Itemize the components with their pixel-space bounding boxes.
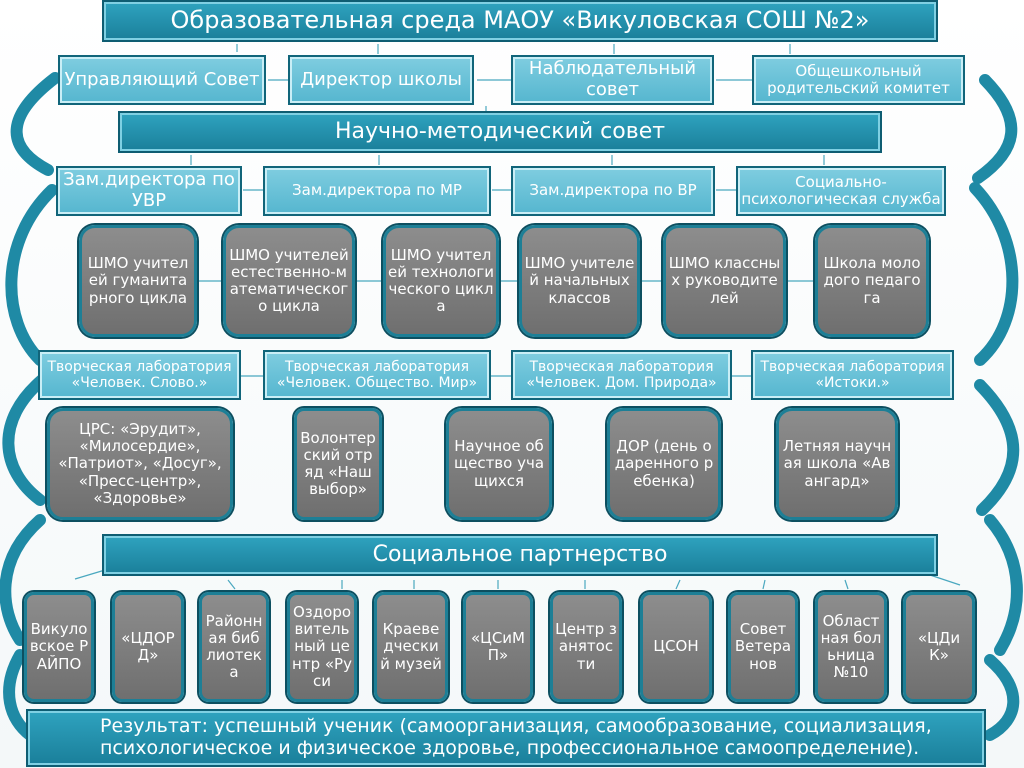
lab-home-nature-box: Творческая лаборатория «Человек. Дом. Пр… <box>511 350 732 400</box>
deputy-vr-box: Зам.директора по ВР <box>511 166 715 216</box>
partner-raipo-label: Викуловское РАЙПО <box>29 620 89 673</box>
shmo-primary-label: ШМО учителей начальных классов <box>524 254 635 307</box>
partner-raipo-box: Викуловское РАЙПО <box>24 592 94 702</box>
student-society-box: Научное общество учащихся <box>446 408 552 520</box>
partner-veterans-label: Совет Ветеранов <box>734 620 792 673</box>
partner-employment-center-label: Центр занятости <box>555 620 617 673</box>
shmo-class-teachers-label: ШМО классных руководителей <box>668 254 781 307</box>
lab-word-box: Творческая лаборатория «Человек. Слово.» <box>38 350 241 400</box>
partner-museum-label: Краеведческий музей <box>380 620 442 673</box>
summer-science-school-box: Летняя научная школа «Авангард» <box>776 408 898 520</box>
shmo-humanities-box: ШМО учителей гуманитарного цикла <box>79 225 197 337</box>
shmo-science-math-label: ШМО учителей естественно-математического… <box>229 245 349 316</box>
shmo-technology-label: ШМО учителей технологического цикла <box>388 245 494 316</box>
crs-box: ЦРС: «Эрудит», «Милосердие», «Патриот», … <box>47 408 233 520</box>
young-teacher-school-box: Школа молодого педагога <box>815 225 929 337</box>
volunteer-squad-box: Волонтерский отряд «Наш выбор» <box>294 408 382 520</box>
lab-society-box: Творческая лаборатория «Человек. Обществ… <box>263 350 491 400</box>
partner-health-center-box: Оздоровительный центр «Руси <box>287 592 357 702</box>
governing-council-box: Управляющий Совет <box>58 55 266 105</box>
gifted-child-day-box: ДОР (день одаренного ребенка) <box>607 408 721 520</box>
director-box: Директор школы <box>288 55 474 105</box>
social-partnership-box: Социальное партнерство <box>102 534 938 576</box>
gifted-child-day-label: ДОР (день одаренного ребенка) <box>614 437 714 490</box>
parents-committee-box: Общешкольный родительский комитет <box>752 55 965 105</box>
summer-science-school-label: Летняя научная школа «Авангард» <box>782 437 892 490</box>
supervisory-board-box: Наблюдательный совет <box>511 55 714 105</box>
methodical-council-box: Научно-методический совет <box>118 111 882 153</box>
partner-health-center-label: Оздоровительный центр «Руси <box>292 602 352 690</box>
partner-hospital-box: Областная больница №10 <box>815 592 887 702</box>
shmo-science-math-box: ШМО учителей естественно-математического… <box>223 225 355 337</box>
partner-cdord-label: «ЦДОРД» <box>121 628 175 664</box>
partner-cdik-label: «ЦДиК» <box>917 628 961 664</box>
shmo-technology-box: ШМО учителей технологического цикла <box>383 225 499 337</box>
partner-cdik-box: «ЦДиК» <box>903 592 975 702</box>
shmo-humanities-label: ШМО учителей гуманитарного цикла <box>87 254 189 307</box>
young-teacher-school-label: Школа молодого педагога <box>823 254 921 307</box>
partner-veterans-box: Совет Ветеранов <box>728 592 798 702</box>
social-psych-service-box: Социально-психологическая служба <box>736 166 946 216</box>
deputy-mr-box: Зам.директора по МР <box>263 166 491 216</box>
result-box: Результат: успешный ученик (самоорганиза… <box>26 709 986 767</box>
partner-hospital-label: Областная больница №10 <box>820 611 882 682</box>
deputy-uvr-box: Зам.директора по УВР <box>56 166 242 216</box>
student-society-label: Научное общество учащихся <box>453 437 545 490</box>
partner-employment-center-box: Центр занятости <box>550 592 622 702</box>
partner-library-label: Районная библиотека <box>205 611 263 682</box>
shmo-primary-box: ШМО учителей начальных классов <box>519 225 640 337</box>
partner-library-box: Районная библиотека <box>199 592 269 702</box>
volunteer-squad-label: Волонтерский отряд «Наш выбор» <box>300 428 376 499</box>
partner-cson-box: ЦСОН <box>640 592 712 702</box>
crs-label: ЦРС: «Эрудит», «Милосердие», «Патриот», … <box>58 419 222 507</box>
partner-csimp-box: «ЦСиМП» <box>463 592 533 702</box>
partner-cdord-box: «ЦДОРД» <box>112 592 184 702</box>
page-title: Образовательная среда МАОУ «Викуловская … <box>102 0 938 42</box>
partner-cson-label: ЦСОН <box>653 637 699 656</box>
partner-csimp-label: «ЦСиМП» <box>471 628 525 664</box>
lab-origins-box: Творческая лаборатория «Истоки.» <box>751 350 954 400</box>
shmo-class-teachers-box: ШМО классных руководителей <box>663 225 786 337</box>
partner-museum-box: Краеведческий музей <box>374 592 448 702</box>
